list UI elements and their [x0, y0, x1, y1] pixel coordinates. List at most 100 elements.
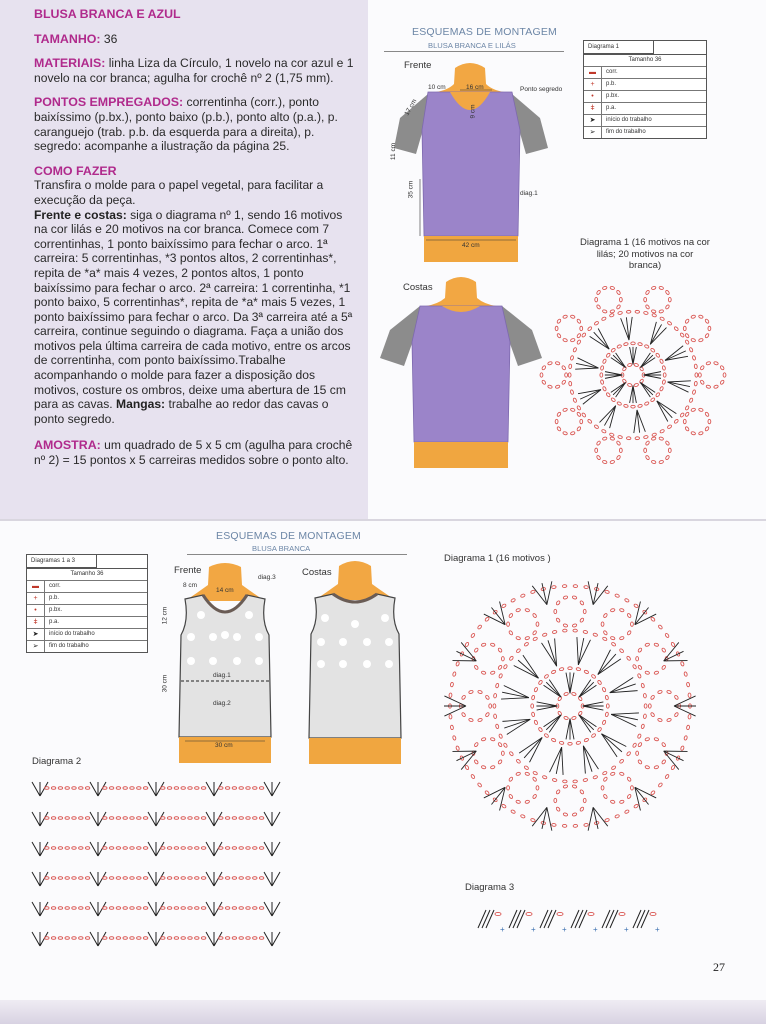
chain-stitch: [579, 807, 584, 812]
chain-stitch: [563, 785, 568, 789]
fan-stitch: [272, 812, 280, 826]
chain-stitch: [573, 347, 577, 352]
double-crochet: [640, 355, 652, 367]
size-value: 36: [101, 32, 118, 46]
chain-stitch: [652, 433, 657, 437]
chain-stitch: [130, 907, 134, 910]
chain-stitch: [563, 629, 568, 632]
chain-stitch: [161, 787, 165, 790]
chain-stitch: [617, 344, 622, 348]
chain-stitch: [627, 383, 632, 387]
chain-stitch: [632, 743, 637, 748]
chain-stitch: [627, 794, 632, 799]
chain-stitch: [109, 937, 113, 940]
chain-stitch: [485, 695, 490, 700]
chain-stitch: [246, 907, 250, 910]
chain-stitch: [663, 373, 666, 377]
chain-stitch: [597, 727, 602, 732]
chain-stitch: [474, 759, 479, 764]
chain-stitch: [530, 590, 535, 594]
double-crochet: [562, 747, 563, 775]
chain-stitch: [708, 419, 711, 423]
chain-stitch: [602, 771, 607, 776]
chain-stitch: [552, 585, 557, 588]
top-ponto-segredo: Ponto segredo: [520, 86, 562, 93]
chain-stitch: [232, 877, 236, 880]
pattern-title: BLUSA BRANCA E AZUL: [34, 7, 181, 21]
chain-stitch: [698, 408, 703, 412]
chain-stitch: [556, 789, 561, 794]
fan-stitch: [206, 812, 214, 826]
double-crochet: [537, 702, 558, 706]
chain-stitch: [720, 365, 725, 370]
double-crochet: [613, 382, 625, 394]
chain-stitch: [219, 937, 223, 940]
chain-stitch: [557, 696, 562, 701]
chain-stitch: [643, 693, 646, 698]
fan-stitch: [206, 932, 214, 946]
chain-stitch: [137, 937, 141, 940]
chain-stitch: [580, 419, 583, 423]
double-crochet: [640, 382, 650, 397]
double-crochet: [484, 614, 505, 625]
chain-stitch: [536, 786, 539, 790]
chain-stitch: [79, 817, 83, 820]
chain-stitch: [103, 907, 107, 910]
chain-stitch: [559, 667, 564, 671]
chain-stitch: [576, 412, 581, 417]
chain-stitch: [577, 339, 582, 344]
chain-stitch: [498, 734, 502, 739]
fan-stitch: [90, 932, 98, 946]
chain-stitch: [634, 363, 639, 367]
double-crochet: [616, 353, 626, 368]
chain-stitch: [660, 429, 665, 434]
bottom-m8: 8 cm: [183, 582, 197, 589]
chain-stitch: [195, 937, 199, 940]
chain-stitch: [601, 429, 606, 434]
fan-stitch: [32, 842, 40, 856]
double-crochet: [549, 680, 561, 698]
chain-stitch: [611, 348, 616, 353]
chain-stitch: [619, 648, 624, 653]
chain-stitch: [477, 782, 482, 787]
chain-stitch: [602, 359, 606, 364]
chain-stitch: [637, 734, 641, 739]
chain-stitch: [602, 687, 606, 692]
chain-stitch: [619, 800, 624, 804]
chain-stitch: [130, 877, 134, 880]
chain-stitch: [259, 787, 263, 790]
chain-stitch: [253, 787, 257, 790]
stitches-label: PONTOS EMPREGADOS:: [34, 95, 183, 109]
chain-stitch: [655, 353, 660, 358]
chain-stitch: [634, 603, 639, 608]
double-crochet: [544, 715, 562, 727]
crab-stitch: [610, 910, 618, 928]
double-crochet: [578, 638, 583, 665]
bottom-diagram3-caption: Diagrama 3: [465, 882, 514, 894]
chain-stitch: [705, 412, 710, 417]
chain-stitch: [591, 674, 596, 679]
chain-stitch: [665, 774, 670, 779]
chain-stitch: [667, 690, 672, 694]
chain-stitch: [606, 392, 611, 397]
chain-stitch: [246, 847, 250, 850]
chain-stitch: [225, 817, 229, 820]
double-crochet: [633, 347, 636, 364]
bottom-m12: 12 cm: [161, 607, 168, 625]
chain-stitch: [610, 636, 615, 640]
double-crochet: [630, 386, 633, 403]
chain-stitch: [123, 817, 127, 820]
chain-stitch: [685, 339, 690, 344]
double-crochet: [542, 643, 557, 666]
crab-stitch: [641, 910, 649, 928]
chain-stitch: [507, 786, 510, 790]
chain-stitch: [58, 877, 62, 880]
double-crochet: [640, 358, 655, 368]
chain-stitch: [103, 787, 107, 790]
chain-stitch: [501, 804, 506, 809]
chain-stitch: [181, 817, 185, 820]
bottom-legend-row: +p.b.: [27, 592, 147, 604]
chain-stitch: [498, 673, 502, 678]
double-crochet: [579, 715, 591, 733]
crab-stitch: [633, 910, 641, 928]
